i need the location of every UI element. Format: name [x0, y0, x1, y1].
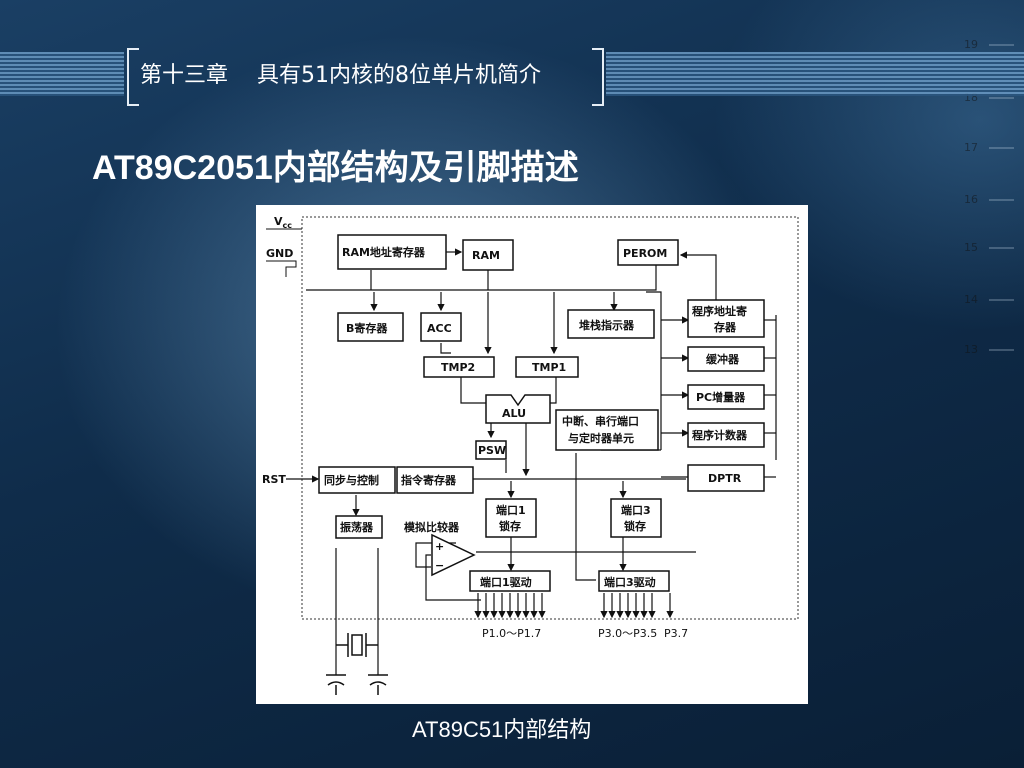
perom-label: PEROM — [623, 247, 667, 260]
program-address-label-1: 程序地址寄 — [692, 304, 747, 318]
port3-pins-label: P3.0～P3.5 — [598, 627, 657, 640]
buffer-block — [687, 346, 765, 372]
oscillator-block — [335, 515, 383, 539]
wires — [286, 248, 777, 675]
block-diagram: Vcc GND — [256, 205, 808, 704]
header-bracket-right — [592, 48, 604, 106]
dptr-label: DPTR — [708, 472, 742, 485]
pc-incrementer — [687, 384, 765, 410]
program-counter — [687, 422, 765, 448]
program-address-register — [687, 299, 765, 338]
rst-label: RST — [262, 473, 286, 486]
chapter-title: 第十三章 具有51内核的8位单片机简介 — [140, 63, 541, 88]
interrupt-label-2: 与定时器单元 — [568, 431, 634, 445]
port3-latch-label-1: 端口3 — [621, 503, 651, 517]
port1-latch-label-2: 锁存 — [499, 519, 521, 533]
ruler-mark: 16 — [964, 193, 978, 206]
interrupt-label-1: 中断、串行端口 — [562, 414, 639, 428]
crystal-oscillator — [326, 633, 388, 695]
gnd-label: GND — [266, 247, 293, 260]
block-diagram-svg: Vcc GND — [262, 215, 799, 695]
chip-outline — [301, 216, 799, 620]
port3-driver — [598, 570, 670, 592]
ram-address-register — [337, 234, 447, 270]
pc-incrementer-label: PC增量器 — [696, 390, 746, 404]
tmp1-register — [515, 356, 579, 378]
oscillator-label: 振荡器 — [340, 520, 374, 534]
port3-driver-label: 端口3驱动 — [604, 575, 656, 589]
sync-control-label: 同步与控制 — [324, 473, 379, 487]
header-bracket-left — [127, 48, 139, 106]
port1-latch — [485, 498, 537, 538]
psw-label: PSW — [478, 444, 506, 457]
figure-caption: AT89C51内部结构 — [412, 717, 592, 742]
pin-arrows — [474, 593, 674, 619]
background-ruler: 19 18 17 16 15 14 13 — [964, 38, 1014, 356]
alu-block — [485, 394, 551, 424]
ram-block — [462, 239, 514, 271]
port1-driver — [469, 570, 551, 592]
ruler-mark: 17 — [964, 141, 978, 154]
ruler-mark: 13 — [964, 343, 978, 356]
instruction-register — [396, 466, 474, 494]
ram-label: RAM — [472, 249, 500, 262]
dptr-register — [687, 464, 765, 492]
comparator-label: 模拟比较器 — [404, 520, 460, 534]
b-register-label: B寄存器 — [346, 321, 388, 335]
p37-pin-label: P3.7 — [664, 627, 688, 640]
perom-block — [617, 239, 679, 266]
acc-label: ACC — [427, 322, 452, 335]
b-register — [337, 312, 404, 342]
ruler-mark: 15 — [964, 241, 978, 254]
ram-address-register-label: RAM地址寄存器 — [342, 245, 426, 259]
ruler-mark: 14 — [964, 293, 978, 306]
program-counter-label: 程序计数器 — [692, 428, 748, 442]
alu-label: ALU — [502, 407, 526, 420]
psw-register — [475, 440, 507, 460]
tmp2-register — [423, 356, 495, 378]
instruction-register-label: 指令寄存器 — [401, 473, 457, 487]
comparator-plus: + — [435, 540, 444, 553]
port1-driver-label: 端口1驱动 — [480, 575, 532, 589]
header-stripes-left — [0, 52, 124, 96]
port1-latch-label-1: 端口1 — [496, 503, 526, 517]
program-address-label-2: 存器 — [714, 320, 737, 334]
port3-latch — [610, 498, 662, 538]
port1-pins-label: P1.0～P1.7 — [482, 627, 541, 640]
buffer-label: 缓冲器 — [706, 352, 740, 366]
analog-comparator — [431, 533, 476, 577]
sync-control-block — [318, 466, 396, 494]
header-stripes-right — [606, 52, 1024, 96]
tmp1-label: TMP1 — [532, 361, 566, 374]
ruler-mark: 19 — [964, 38, 978, 51]
vcc-label: Vcc — [274, 215, 292, 230]
interrupt-serial-timer-unit — [555, 409, 659, 451]
page-title: AT89C2051内部结构及引脚描述 — [92, 149, 579, 187]
comparator-minus: − — [435, 559, 444, 572]
stack-pointer — [567, 309, 655, 339]
tmp2-label: TMP2 — [441, 361, 475, 374]
stack-pointer-label: 堆栈指示器 — [579, 318, 635, 332]
port3-latch-label-2: 锁存 — [624, 519, 646, 533]
acc-register — [420, 312, 462, 342]
